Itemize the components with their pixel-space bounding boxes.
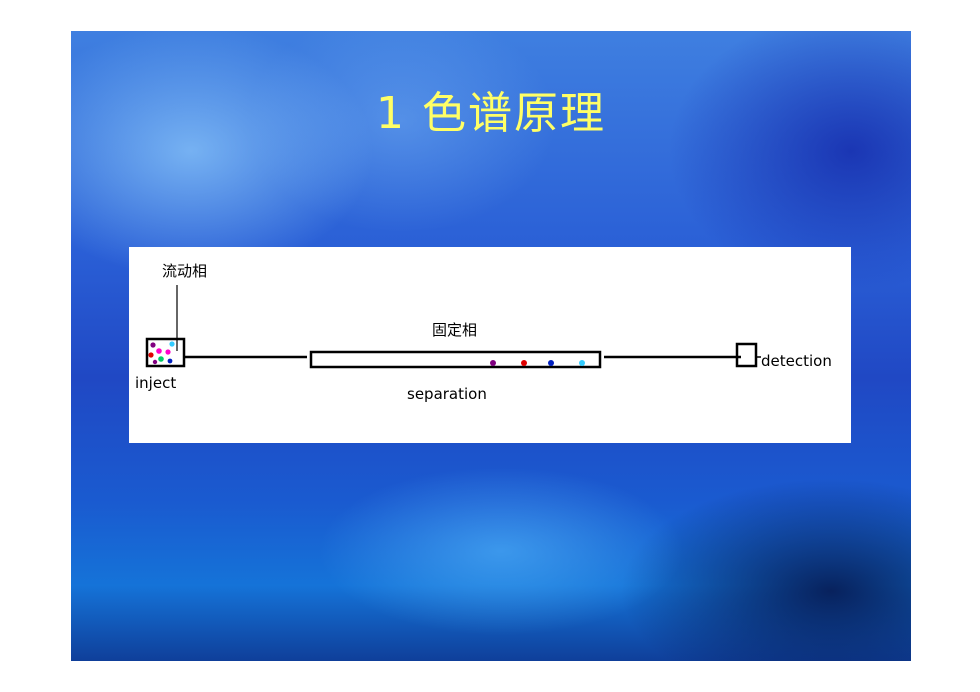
inject-box: [145, 337, 186, 368]
separation-label: separation: [407, 385, 487, 403]
diagram-canvas: [145, 285, 761, 369]
sample-dot: [169, 341, 175, 347]
slide-title: 1 色谱原理: [376, 88, 606, 139]
sample-dot: [156, 348, 162, 354]
stationary-phase-label: 固定相: [432, 321, 478, 339]
sample-dot: [165, 349, 171, 355]
sample-dot: [150, 342, 156, 348]
detection-label: detection: [761, 352, 832, 370]
sample-dot: [158, 356, 164, 362]
inject-label: inject: [135, 374, 177, 392]
chromatography-diagram: 流动相 固定相 inject separation detection: [129, 247, 851, 443]
separated-band: [521, 360, 527, 366]
separated-band: [548, 360, 554, 366]
sample-dot: [167, 358, 173, 364]
separated-band: [490, 360, 496, 366]
detector-box: [735, 342, 758, 368]
separated-band: [579, 360, 585, 366]
sample-dot: [152, 359, 158, 365]
mobile-phase-label: 流动相: [162, 262, 208, 280]
column: [309, 350, 602, 369]
slide: 1 色谱原理: [71, 31, 911, 661]
sample-dot: [148, 352, 154, 358]
